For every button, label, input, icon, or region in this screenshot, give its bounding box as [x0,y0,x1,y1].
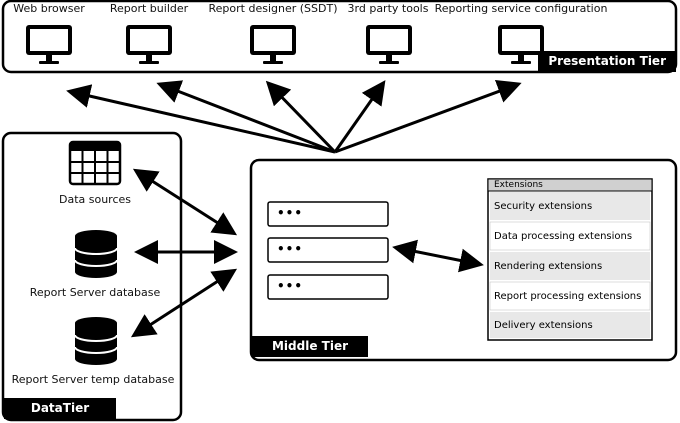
component-dots: ••• [277,206,304,220]
extension-item: Security extensions [494,201,593,212]
data-sources-label: Data sources [58,193,132,206]
table-grid-icon [68,140,122,186]
component-dots: ••• [277,279,304,293]
data-tier-tag: DataTier [4,398,116,419]
middle-component-box [267,237,389,263]
data-tier-arrows [130,168,238,338]
presentation-arrows [66,79,522,154]
middle-tier-tag: Middle Tier [252,336,368,357]
database-icon [74,229,118,279]
middle-component-box [267,201,389,227]
database-icon [74,316,118,366]
middle-component-box [267,274,389,300]
extension-item: Report processing extensions [494,291,642,302]
extensions-panel [487,178,653,341]
extension-item: Rendering extensions [494,261,603,272]
component-dots: ••• [277,242,304,256]
client-label: Report designer (SSDT) [208,2,338,15]
extensions-title: Extensions [494,180,543,190]
presentation-tier-tag: Presentation Tier [538,51,676,72]
report-server-temp-db-label: Report Server temp database [11,373,175,386]
client-label: Report builder [109,2,189,15]
extensions-arrow [392,239,484,273]
client-label: Web browser [13,2,85,15]
client-label: Reporting service configuration [434,2,608,15]
client-label: 3rd party tools [347,2,429,15]
extension-item: Data processing extensions [494,231,633,242]
extension-item: Delivery extensions [494,320,593,331]
report-server-db-label: Report Server database [29,286,161,299]
